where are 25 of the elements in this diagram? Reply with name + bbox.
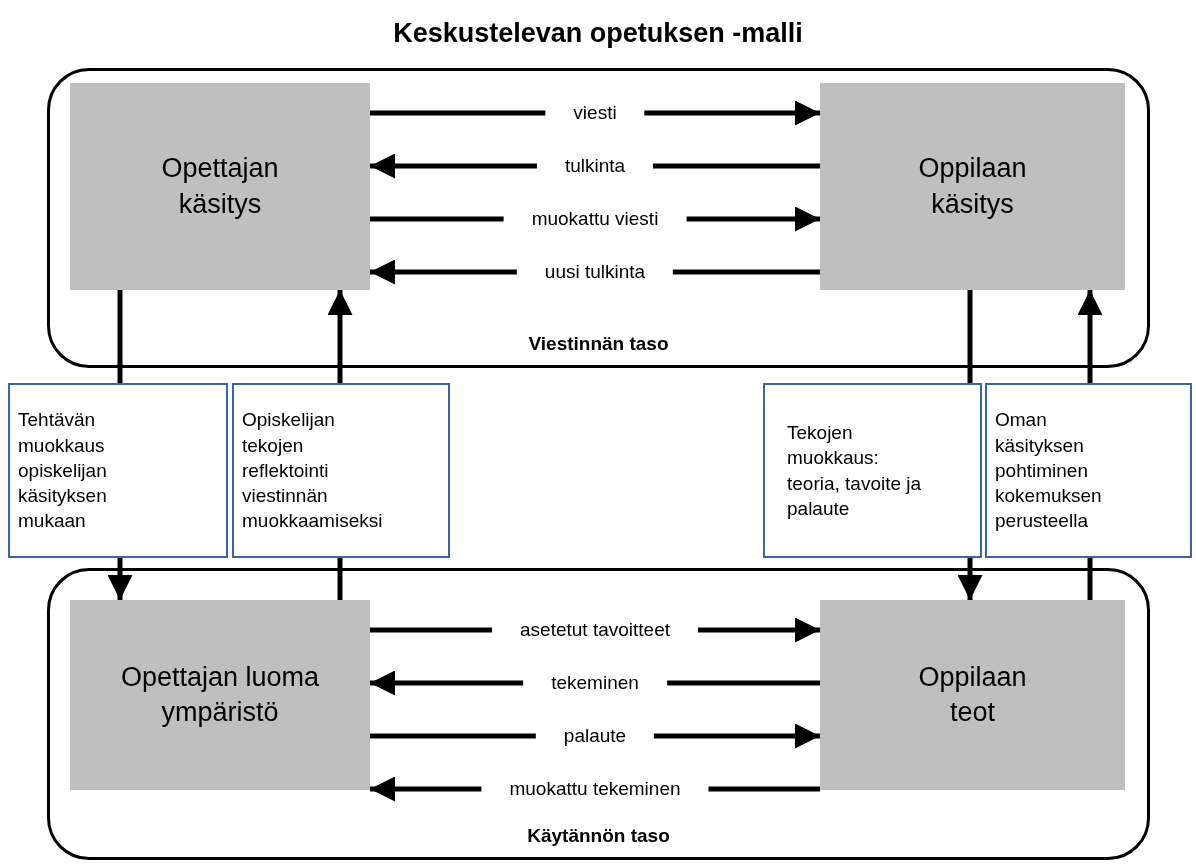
box-label: Opettajan käsitys xyxy=(160,152,280,221)
arrow xyxy=(107,558,133,600)
description-text: Opiskelijan tekojen reflektointi viestinnän muokkaamiseksi xyxy=(242,408,384,534)
description-box xyxy=(985,383,1192,558)
description-box xyxy=(8,383,228,558)
level-panel xyxy=(47,68,1150,368)
arrow xyxy=(1077,290,1103,383)
arrow xyxy=(957,558,983,600)
box-label: Oppilaan teot xyxy=(917,660,1028,729)
level-label: Käytännön taso xyxy=(526,825,671,847)
description-text: Tehtävän muokkaus opiskelijan käsityksen mukaan xyxy=(18,408,108,534)
level-panel xyxy=(47,568,1150,860)
concept-box xyxy=(70,83,370,290)
box-label: Opettajan luoma ympäristö xyxy=(119,660,321,729)
level-label: Viestinnän taso xyxy=(527,333,670,355)
description-text: Oman käsityksen pohtiminen kokemuksen perusteella xyxy=(995,408,1103,534)
description-text: Tekojen muokkaus: teoria, tavoite ja palaute xyxy=(787,420,923,521)
concept-box xyxy=(820,600,1125,790)
diagram-title: Keskustelevan opetuksen -malli xyxy=(392,18,804,49)
box-label: Oppilaan käsitys xyxy=(917,152,1028,221)
arrow xyxy=(327,290,353,383)
concept-box xyxy=(820,83,1125,290)
description-box xyxy=(232,383,450,558)
description-box xyxy=(763,383,982,558)
concept-box xyxy=(70,600,370,790)
